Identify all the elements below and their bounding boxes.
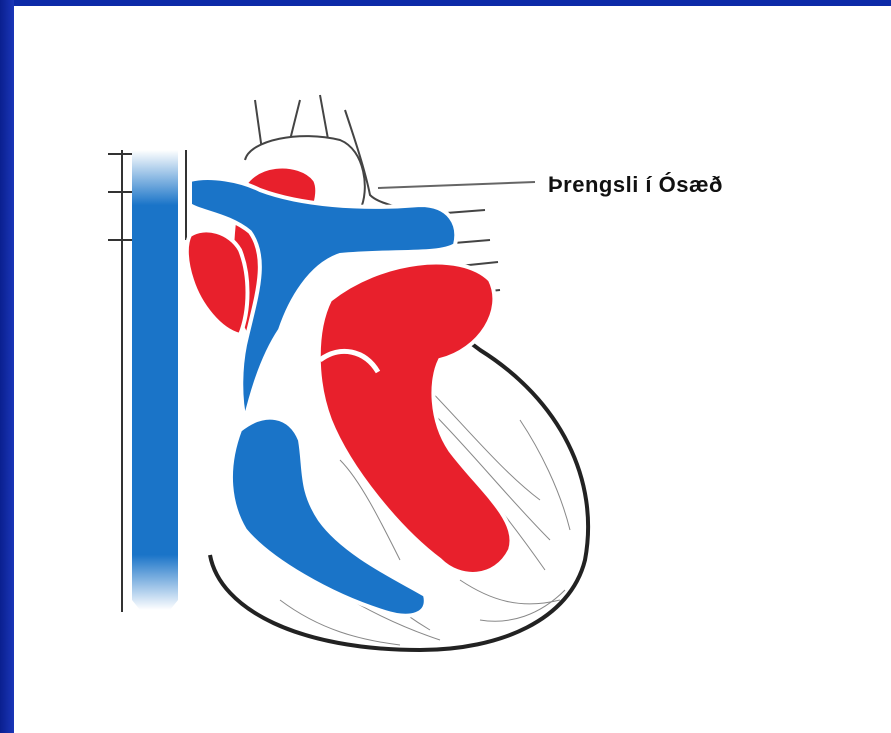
left-atrium (187, 230, 248, 335)
callout-leader-line (378, 182, 535, 188)
vena-cava (132, 150, 178, 610)
left-ventricle (319, 263, 512, 574)
coarctation-label: Þrengsli í Ósæð (548, 172, 723, 198)
